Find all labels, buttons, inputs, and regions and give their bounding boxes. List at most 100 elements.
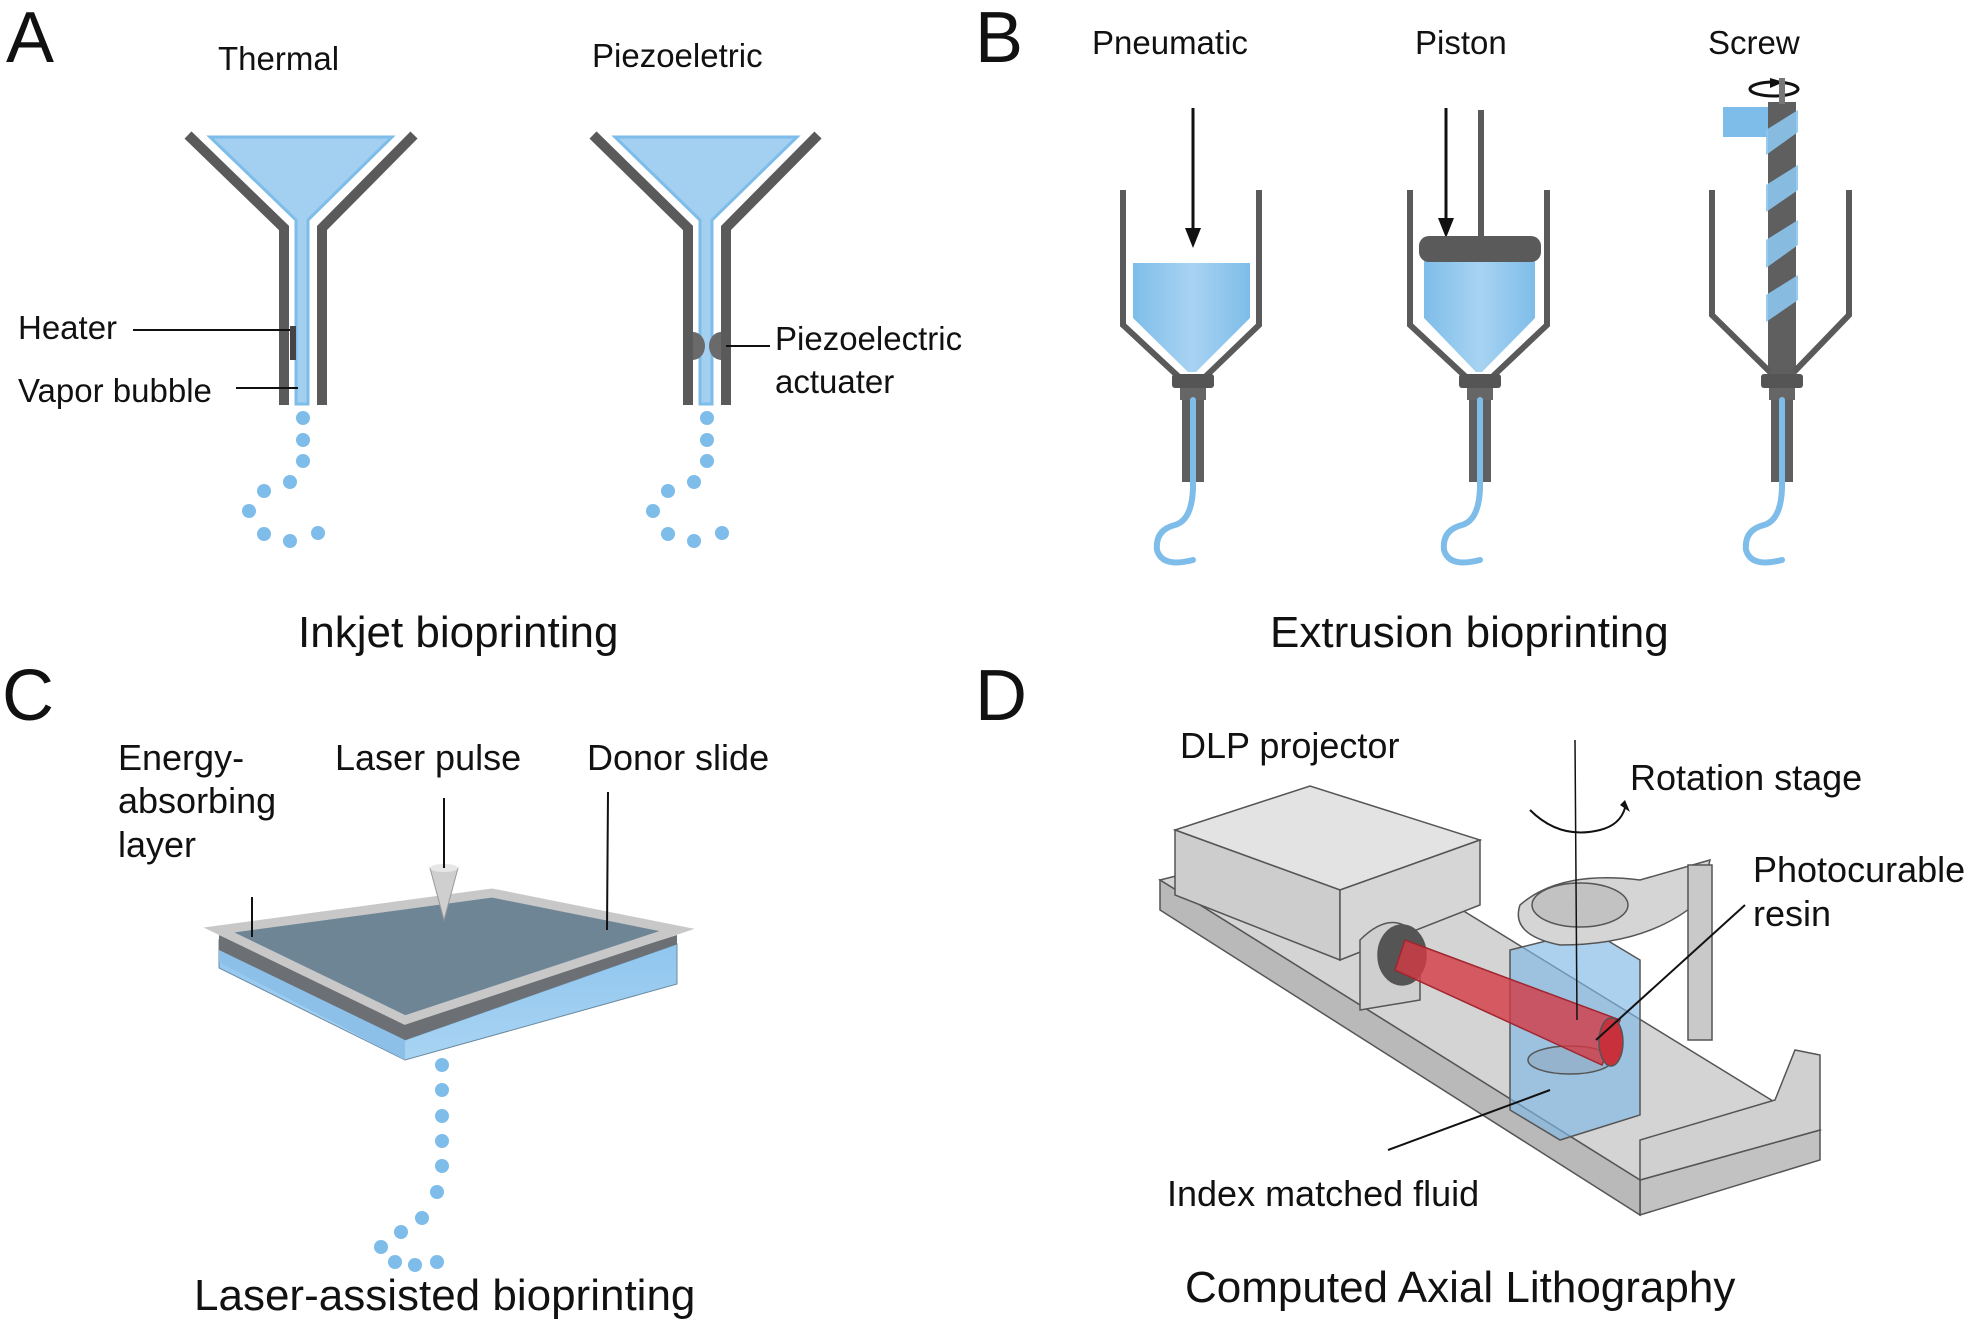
barrel-wall-left: [1407, 190, 1470, 381]
extruded-filament: [1440, 397, 1483, 566]
droplet: [374, 1240, 388, 1254]
nozzle-wall-right: [317, 131, 418, 405]
droplet: [430, 1185, 444, 1199]
screw-syringe: [1709, 78, 1852, 566]
method-screw-label: Screw: [1708, 24, 1800, 61]
heater-element: [290, 326, 296, 360]
projection-beam: [1394, 939, 1621, 1067]
rotation-axis-line: [1574, 739, 1578, 1021]
droplet: [296, 433, 310, 447]
nozzle-connector: [1467, 388, 1493, 400]
rotation-arrow-icon: [1529, 807, 1626, 834]
base-plate-side: [1159, 878, 1641, 1217]
panel-b: B Pneumatic Piston Screw: [975, 0, 1852, 657]
rotation-stage-label: Rotation stage: [1630, 757, 1862, 798]
pressure-arrow-head: [1185, 228, 1201, 248]
droplet: [296, 411, 310, 425]
droplet: [283, 475, 297, 489]
droplet: [661, 484, 675, 498]
photocurable-resin-label-line2: resin: [1753, 893, 1831, 934]
nozzle-wall-left: [589, 131, 693, 405]
droplet: [435, 1134, 449, 1148]
nozzle-collar: [1761, 374, 1803, 388]
pneumatic-syringe: [1120, 108, 1262, 566]
piezo-nozzle: Piezoelectric actuater: [589, 131, 962, 406]
bioink-fill: [1424, 258, 1535, 372]
panel-letter-c: C: [2, 656, 54, 736]
panel-b-caption: Extrusion bioprinting: [1270, 608, 1669, 657]
panel-a-caption: Inkjet bioprinting: [298, 608, 618, 657]
thermal-nozzle: Heater Vapor bubble: [18, 131, 418, 409]
piezo-actuator-left: [693, 332, 705, 360]
thermal-droplets: [242, 411, 325, 548]
base-plate-rail: [1639, 1049, 1821, 1181]
droplet: [311, 526, 325, 540]
droplet: [242, 504, 256, 518]
droplet: [687, 534, 701, 548]
panel-letter-a: A: [6, 0, 54, 78]
screw-thread: [1766, 110, 1798, 322]
piston-arrow-head: [1438, 218, 1454, 238]
piston-syringe: [1407, 108, 1550, 566]
droplet: [408, 1258, 422, 1272]
photocurable-resin-label-line1: Photocurable: [1753, 849, 1965, 890]
nozzle-connector: [1769, 388, 1795, 400]
droplet: [435, 1083, 449, 1097]
droplet: [388, 1255, 402, 1269]
droplet: [435, 1109, 449, 1123]
panel-letter-b: B: [975, 0, 1023, 78]
rotation-arrow-head: [1770, 78, 1784, 88]
panel-c-caption: Laser-assisted bioprinting: [194, 1271, 695, 1320]
donor-slide-assembly: [203, 888, 695, 1061]
energy-layer-label-line3: layer: [118, 824, 196, 865]
droplet: [661, 527, 675, 541]
donor-slide-leader-line: [606, 791, 609, 931]
cal-apparatus: [1158, 785, 1822, 1217]
droplet: [257, 527, 271, 541]
droplet: [283, 534, 297, 548]
method-pneumatic-label: Pneumatic: [1092, 24, 1248, 61]
ink-reservoir: [611, 135, 801, 406]
droplet: [430, 1255, 444, 1269]
energy-layer-label-line1: Energy-: [118, 737, 244, 778]
barrel-wall-left: [1120, 190, 1183, 381]
feed-inlet: [1723, 107, 1771, 137]
energy-layer-label-line2: absorbing: [118, 780, 276, 821]
droplet: [394, 1225, 408, 1239]
droplet: [435, 1159, 449, 1173]
piezo-label-line2: actuater: [775, 363, 894, 400]
droplet: [296, 454, 310, 468]
fluid-leader-line: [1387, 1089, 1551, 1151]
dlp-projector-label: DLP projector: [1180, 725, 1399, 766]
donor-slide-frame: [203, 888, 695, 1025]
donor-slide-label: Donor slide: [587, 737, 769, 778]
panel-letter-d: D: [975, 656, 1027, 736]
rotation-arrow-head: [1620, 800, 1630, 812]
piezo-label-line1: Piezoelectric: [775, 320, 962, 357]
droplet: [700, 433, 714, 447]
laser-droplets: [374, 1058, 449, 1272]
droplet: [700, 454, 714, 468]
nozzle-collar: [1172, 374, 1214, 388]
index-fluid-label: Index matched fluid: [1167, 1173, 1479, 1214]
barrel-wall-right: [1488, 190, 1550, 381]
method-piezo-label: Piezoeletric: [592, 37, 763, 74]
method-piston-label: Piston: [1415, 24, 1507, 61]
energy-absorbing-layer: [219, 935, 677, 1040]
droplet: [415, 1211, 429, 1225]
rotation-stage-ring: [1531, 882, 1629, 928]
panel-c: C Energy- absorbing layer Laser pulse Do…: [2, 656, 769, 1320]
droplet: [700, 411, 714, 425]
panel-a: A Thermal Piezoeletric Heater Vapor bubb…: [6, 0, 962, 657]
nozzle-wall-left: [184, 131, 289, 405]
nozzle-collar: [1459, 374, 1501, 388]
ink-reservoir: [206, 135, 396, 406]
droplet: [646, 504, 660, 518]
droplet: [715, 526, 729, 540]
droplet: [687, 475, 701, 489]
piezo-droplets: [646, 411, 729, 548]
barrel-wall-right: [1201, 190, 1262, 381]
method-thermal-label: Thermal: [218, 40, 339, 77]
panel-d-caption: Computed Axial Lithography: [1185, 1263, 1735, 1312]
